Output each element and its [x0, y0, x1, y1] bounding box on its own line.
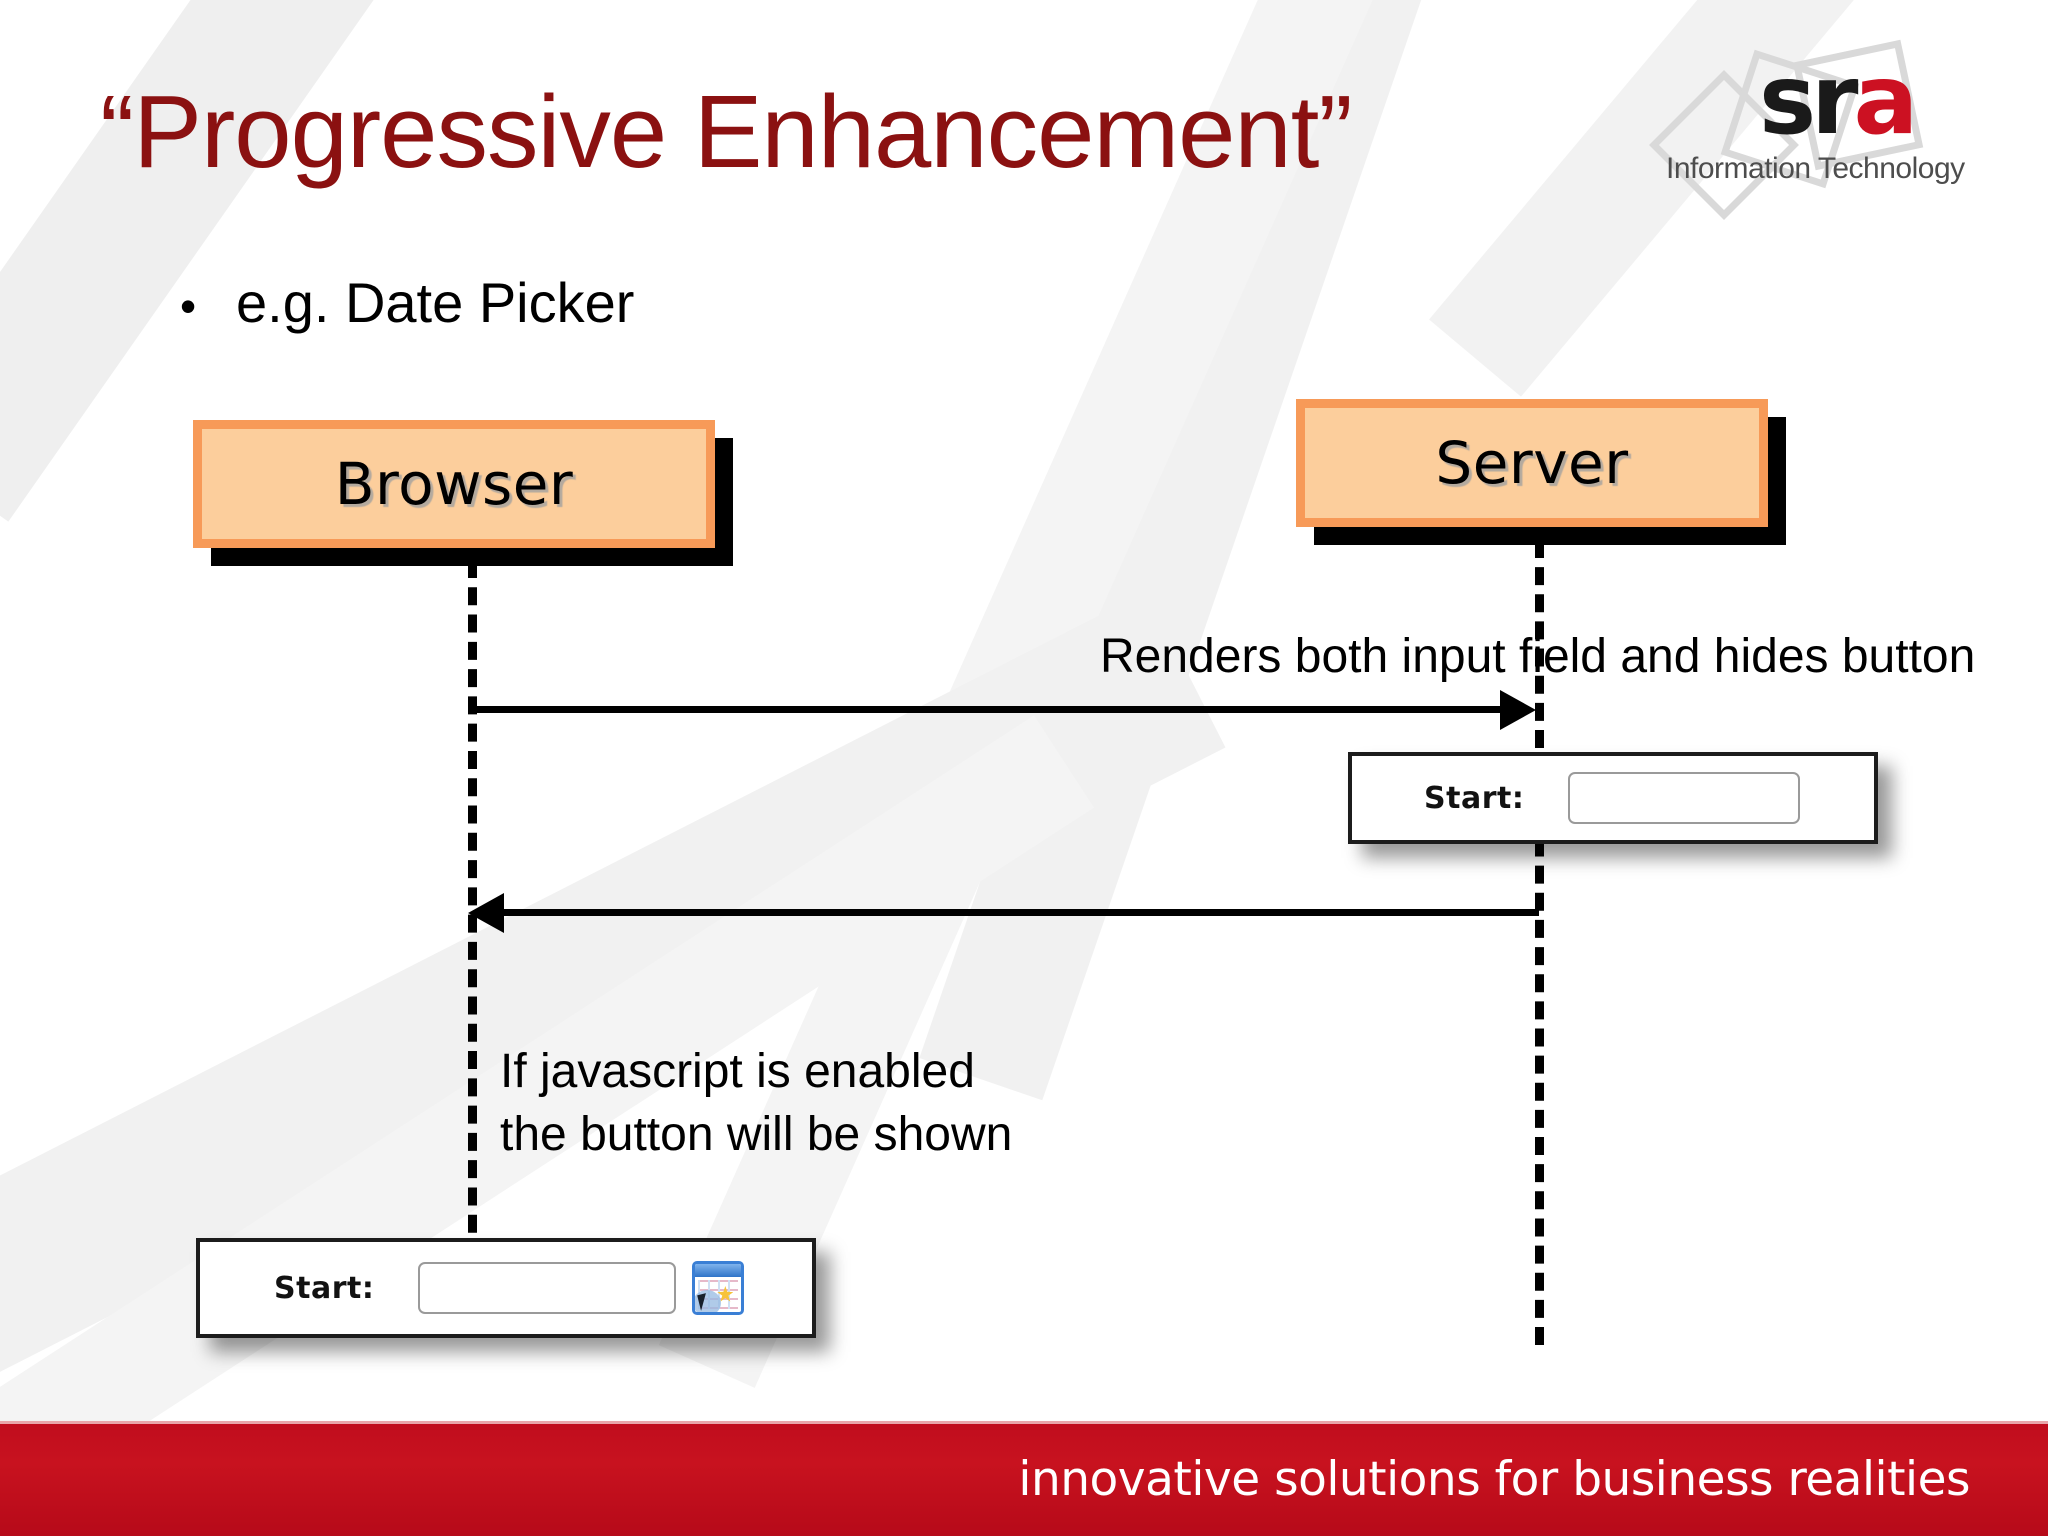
- widget-panel: Start:: [196, 1238, 816, 1338]
- note-text: If javascript is enabled the button will…: [500, 1040, 1012, 1167]
- logo-tagline: Information Technology: [1666, 152, 1965, 185]
- background-band: [658, 0, 1447, 1388]
- bullet-list-item: • e.g. Date Picker: [180, 270, 634, 335]
- participant-label: Server: [1435, 429, 1629, 497]
- message-label-request: Renders both input field and hides butto…: [1100, 630, 1976, 683]
- calendar-icon-cursor-backdrop: [695, 1290, 722, 1312]
- arrow-head-right-icon: [1500, 690, 1536, 730]
- bullet-marker: •: [180, 280, 197, 332]
- participant-box: Server: [1296, 399, 1768, 527]
- note-line-2: the button will be shown: [500, 1108, 1013, 1162]
- logo-wordmark-accent: a: [1853, 44, 1918, 156]
- start-date-input[interactable]: [1568, 772, 1801, 824]
- lifeline-server: [1535, 540, 1544, 1345]
- start-label: Start:: [1424, 780, 1525, 816]
- participant-box: Browser: [193, 420, 715, 548]
- message-arrow-response: [496, 909, 1539, 916]
- sra-logo: sra Information Technology: [1649, 39, 1993, 220]
- participant-server[interactable]: Server: [1296, 399, 1786, 545]
- message-arrow-request: [472, 706, 1504, 713]
- calendar-icon[interactable]: [692, 1261, 745, 1315]
- calendar-icon-header: [695, 1264, 742, 1277]
- participant-label: Browser: [334, 450, 574, 518]
- participant-browser[interactable]: Browser: [193, 420, 733, 566]
- widget-panel: Start:: [1348, 752, 1878, 844]
- logo-wordmark-dark: sr: [1759, 44, 1859, 156]
- bullet-item-label: e.g. Date Picker: [236, 271, 635, 334]
- server-date-picker-widget[interactable]: Start:: [1348, 752, 1892, 858]
- arrow-head-left-icon: [468, 893, 504, 933]
- logo-wordmark: sra: [1759, 52, 1918, 148]
- start-date-input[interactable]: [418, 1262, 677, 1314]
- footer-bar: innovative solutions for business realit…: [0, 1421, 2048, 1536]
- browser-date-picker-widget[interactable]: Start:: [196, 1238, 830, 1352]
- start-label: Start:: [274, 1270, 375, 1306]
- footer-tagline: innovative solutions for business realit…: [1018, 1452, 1970, 1507]
- page-title: “Progressive Enhancement”: [100, 74, 1353, 189]
- note-line-1: If javascript is enabled: [500, 1045, 975, 1098]
